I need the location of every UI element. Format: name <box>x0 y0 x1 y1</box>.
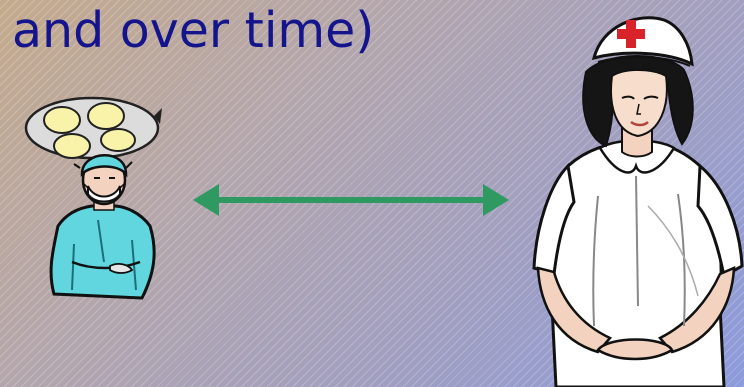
double-arrow <box>193 182 509 218</box>
double-arrow-icon <box>193 184 509 216</box>
slide-title: and over time) <box>12 2 375 59</box>
nurse-icon <box>532 16 744 387</box>
surgeon-illustration <box>14 94 164 304</box>
nurse-illustration <box>528 6 744 387</box>
surgeon-icon <box>24 96 162 300</box>
